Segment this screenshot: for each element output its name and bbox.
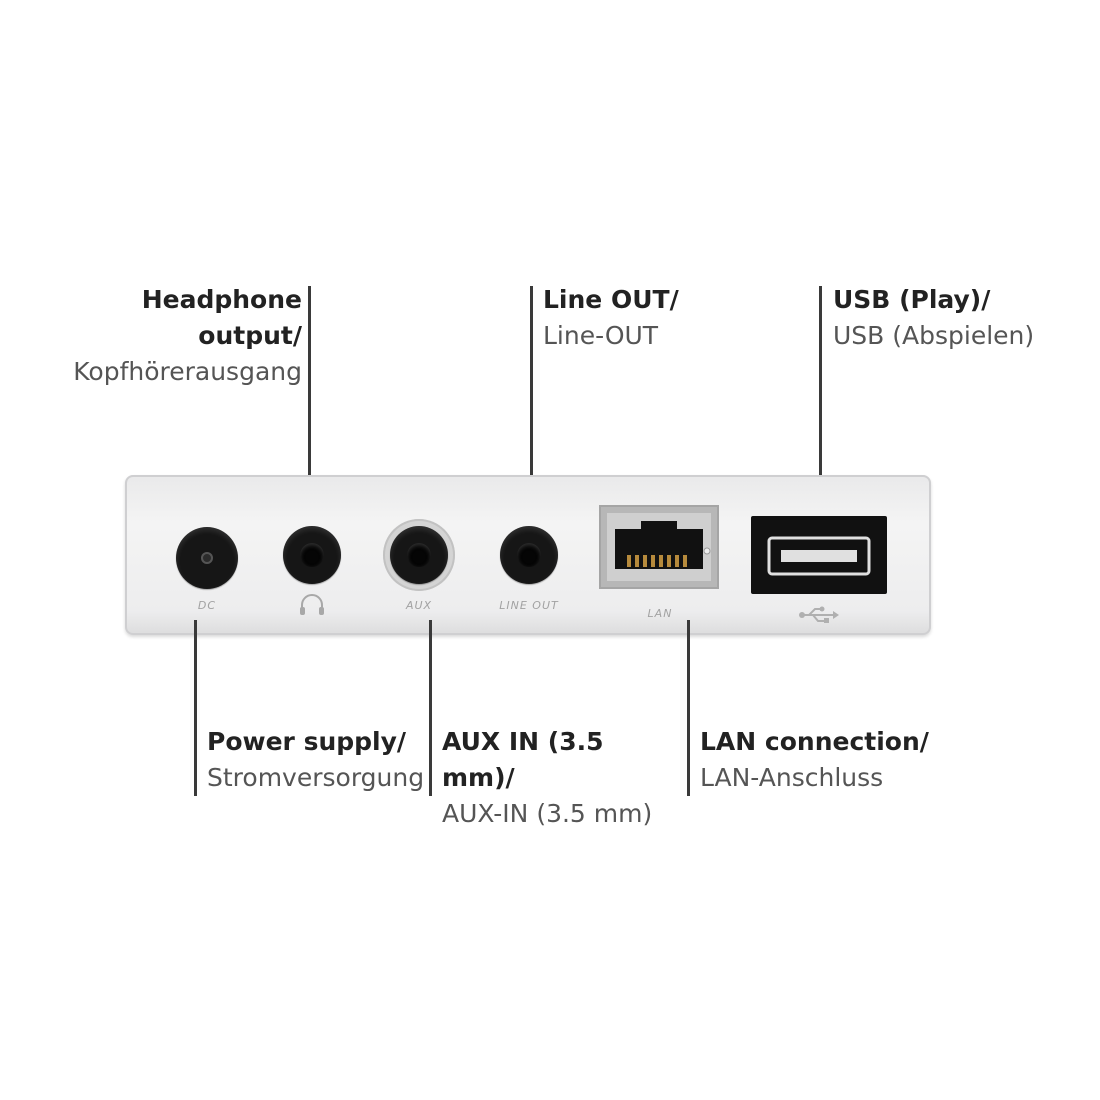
- line-out-label: LINE OUT: [499, 599, 559, 612]
- headphone-jack: [283, 526, 341, 584]
- callout-usb-de: USB (Abspielen): [833, 321, 1035, 350]
- lan-port: [599, 505, 719, 589]
- aux-jack-hole: [407, 543, 431, 567]
- callout-power-de: Stromversorgung: [207, 763, 425, 792]
- leader-power: [194, 620, 197, 796]
- lan-label: LAN: [647, 607, 673, 620]
- headphone-icon: [300, 594, 324, 615]
- line-out-jack: [500, 526, 558, 584]
- callout-lan-de: LAN-Anschluss: [700, 763, 884, 792]
- leader-aux: [429, 620, 432, 796]
- callout-lan-en: LAN connection/: [700, 727, 929, 756]
- callout-aux-de: AUX-IN (3.5 mm): [442, 799, 653, 828]
- callout-power-en: Power supply/: [207, 727, 407, 756]
- usb-icon: [799, 606, 839, 623]
- callout-aux-en: AUX IN (3.5 mm)/: [442, 727, 604, 792]
- aux-label: AUX: [405, 599, 433, 612]
- callout-usb: USB (Play)/ USB (Abspielen): [833, 282, 1073, 354]
- dc-label: DC: [197, 599, 217, 612]
- callout-line-out: Line OUT/ Line-OUT: [543, 282, 763, 354]
- usb-port: [751, 516, 887, 594]
- callout-headphone-en-1: Headphone: [141, 285, 302, 314]
- leader-lan: [687, 620, 690, 796]
- callout-line-out-de: Line-OUT: [543, 321, 659, 350]
- callout-headphone-en-2: output/: [198, 321, 302, 350]
- callout-aux: AUX IN (3.5 mm)/ AUX-IN (3.5 mm): [442, 724, 682, 832]
- dc-jack-pin: [201, 552, 213, 564]
- leader-line-out: [530, 286, 533, 530]
- line-out-jack-hole: [517, 543, 541, 567]
- leader-headphone: [308, 286, 311, 530]
- leader-usb: [819, 286, 822, 518]
- callout-usb-en: USB (Play)/: [833, 285, 991, 314]
- headphone-jack-hole: [300, 543, 324, 567]
- dc-jack: [176, 527, 238, 589]
- device-back-panel: DC AUX LINE OUT LAN: [125, 475, 931, 635]
- aux-jack: [390, 526, 448, 584]
- callout-power: Power supply/ Stromversorgung: [207, 724, 427, 796]
- callout-lan: LAN connection/ LAN-Anschluss: [700, 724, 960, 796]
- callout-headphone: Headphone output/ Kopfhörerausgang: [40, 282, 302, 390]
- callout-line-out-en: Line OUT/: [543, 285, 679, 314]
- callout-headphone-de: Kopfhörerausgang: [73, 357, 302, 386]
